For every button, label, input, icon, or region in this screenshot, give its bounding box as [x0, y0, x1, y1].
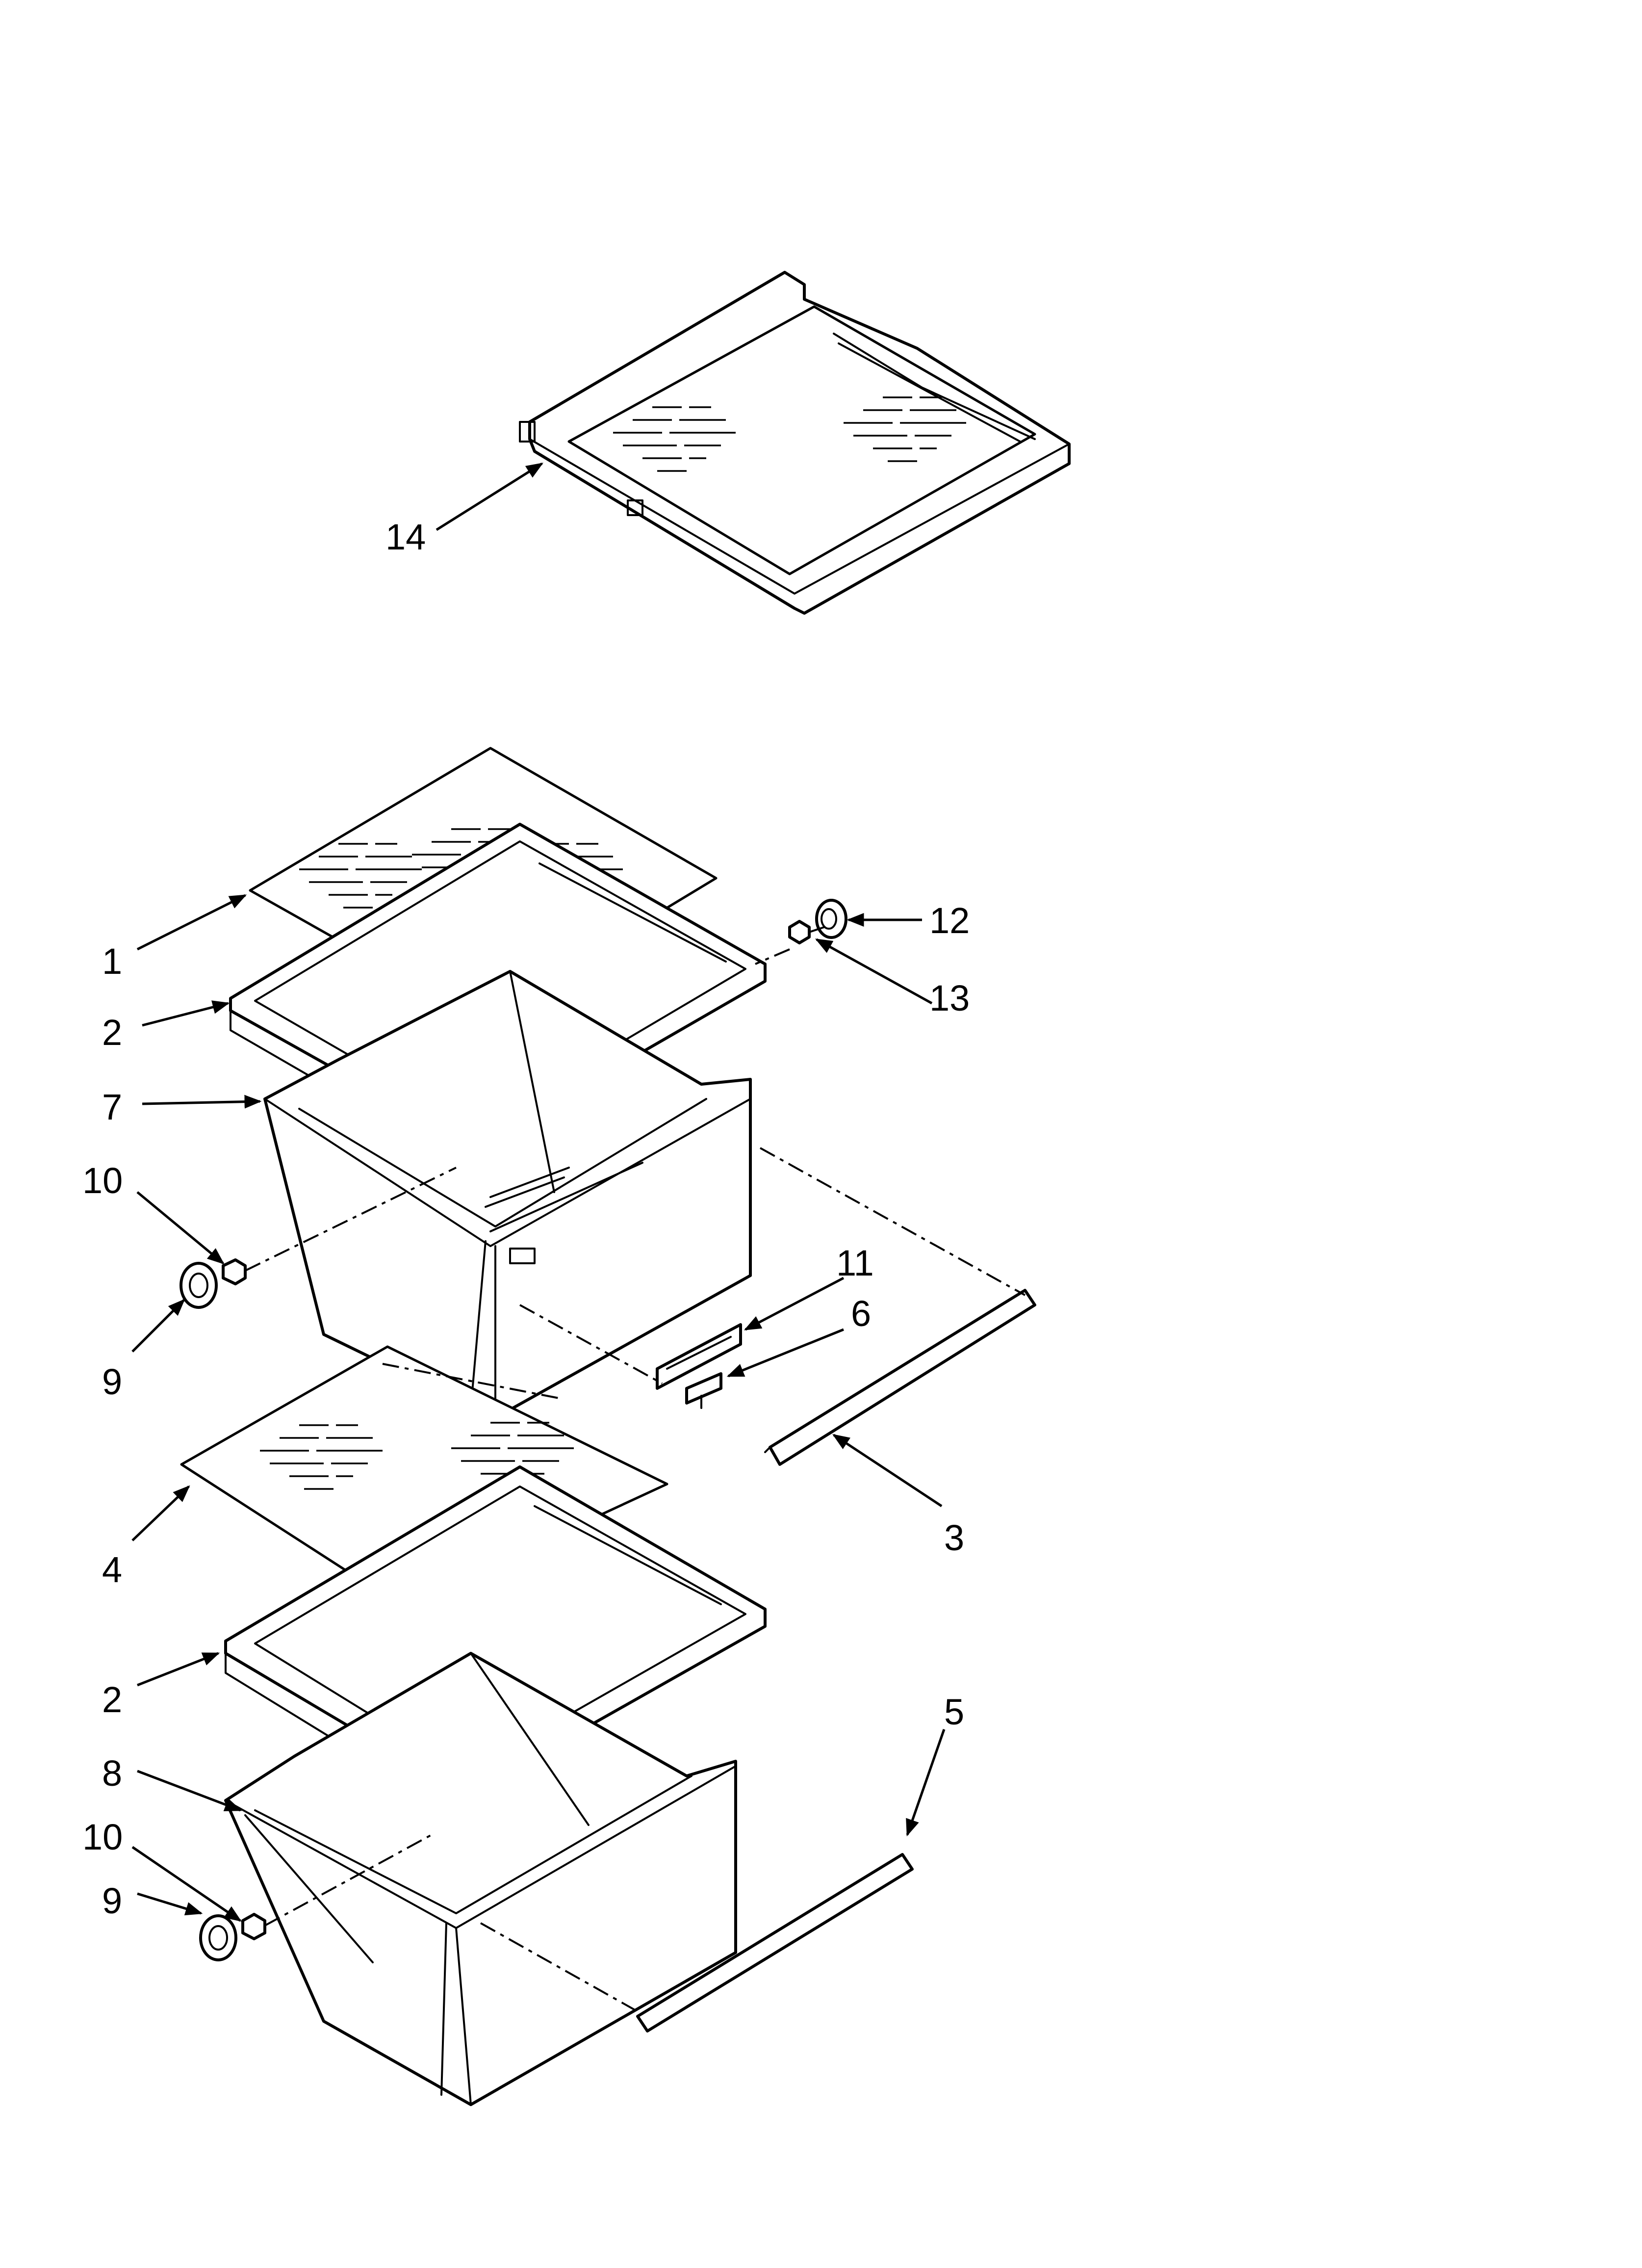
- callout-9-lower: 9: [102, 1880, 122, 1921]
- screw-part-10-lower: [241, 1913, 266, 1940]
- callout-11: 11: [836, 1243, 874, 1283]
- assembly-lines: [245, 948, 1026, 2012]
- roller-part-12: [815, 899, 847, 939]
- callout-7: 7: [102, 1087, 122, 1127]
- callout-2-upper: 2: [102, 1012, 122, 1053]
- callout-4: 4: [102, 1549, 122, 1590]
- screw-part-10-upper: [222, 1258, 247, 1285]
- callout-9-upper: 9: [102, 1361, 122, 1402]
- callout-12: 12: [929, 900, 970, 941]
- crisper-drawer-part-8: [224, 1652, 737, 2106]
- screw-part-13: [788, 920, 825, 944]
- shelf-assembly-part-14: [519, 271, 1071, 615]
- callout-3: 3: [944, 1517, 964, 1558]
- damper-part-11: [656, 1323, 742, 1390]
- leader-lines: [131, 462, 946, 1922]
- callout-14: 14: [385, 517, 426, 557]
- callout-10-upper: 10: [82, 1160, 123, 1201]
- slide-part-6: [685, 1372, 722, 1409]
- callout-labels: 14 1 2 7 10 9 12 13 11 6 3 4 2 8 5 10 9: [82, 517, 970, 1921]
- drawer-trim-part-3: [764, 1289, 1036, 1466]
- callout-6: 6: [851, 1293, 871, 1334]
- drawer-trim-part-5: [636, 1853, 914, 2033]
- glass-shelf-part-4: [180, 1345, 668, 1608]
- crisper-drawer-part-7: [263, 970, 752, 1419]
- roller-part-9-lower: [199, 1914, 237, 1961]
- callout-13: 13: [929, 978, 970, 1018]
- callout-8: 8: [102, 1753, 122, 1794]
- callout-5: 5: [944, 1692, 964, 1732]
- roller-part-9-upper: [180, 1262, 218, 1309]
- callout-10-lower: 10: [82, 1817, 123, 1857]
- callout-2-lower: 2: [102, 1679, 122, 1720]
- callout-1: 1: [102, 941, 122, 982]
